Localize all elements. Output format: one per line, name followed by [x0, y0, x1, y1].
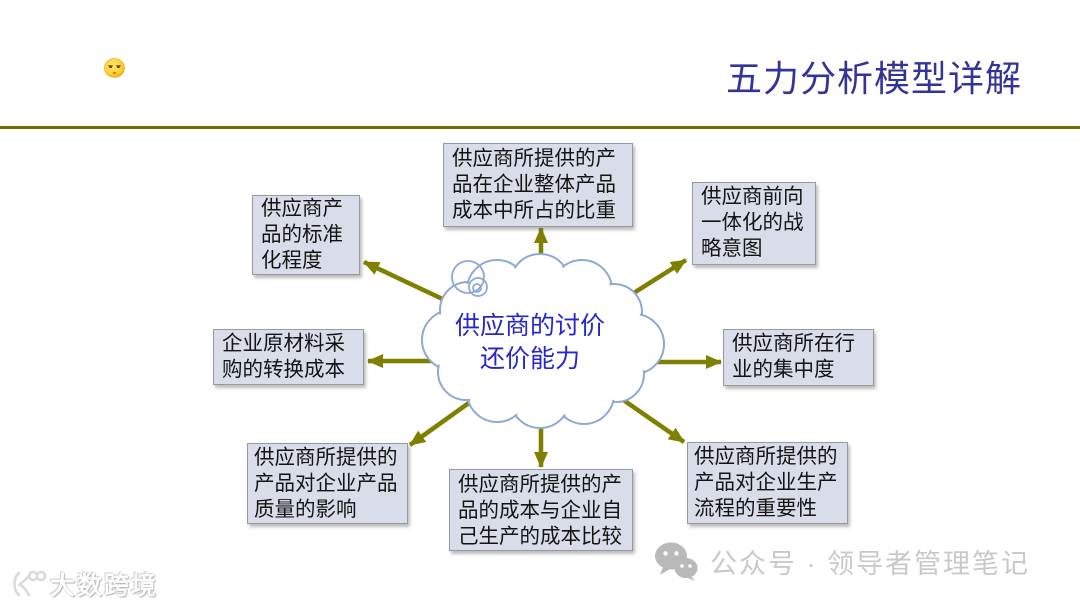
factor-box-top-right: 供应商前向一体化的战略意图: [692, 182, 816, 265]
factor-box-bottom-right: 供应商所提供的产品对企业生产流程的重要性: [687, 442, 848, 524]
factor-box-bottom-center: 供应商所提供的产品的成本与企业自己生产的成本比较: [449, 469, 633, 551]
watermark-logo-text: 大数跨境: [50, 572, 159, 600]
factor-box-top-center: 供应商所提供的产品在企业整体产品成本中所占的比重: [443, 143, 633, 227]
cloud-shape: [421, 253, 665, 429]
cloud-label: 供应商的讨价还价能力: [455, 313, 606, 373]
dashu-logo-icon: [13, 570, 46, 597]
cloud-scribble-icon: [451, 260, 488, 297]
wechat-icon: [655, 542, 698, 581]
watermark-wechat-text: 公众号 · 领导者管理笔记: [710, 548, 1030, 579]
watermark-wechat: 公众号 · 领导者管理笔记: [654, 541, 1030, 581]
header-divider: [0, 126, 1080, 129]
factor-box-bottom-left: 供应商所提供的产品对企业产品质量的影响: [247, 443, 408, 524]
unamused-emoji-icon: [104, 58, 125, 78]
page-title: 五力分析模型详解: [725, 59, 1022, 99]
watermark-dashu-logo: 大数跨境: [8, 566, 158, 602]
factor-box-left-upper: 供应商产品的标准化程度: [252, 195, 360, 275]
factor-box-right-middle: 供应商所在行业的集中度: [723, 329, 874, 386]
factor-box-left-middle: 企业原材料采购的转换成本: [213, 329, 364, 385]
